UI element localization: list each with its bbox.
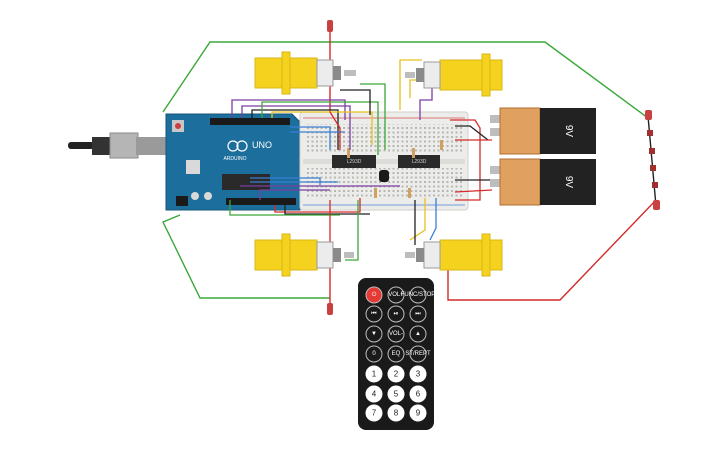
remote-button-0[interactable]: 0 bbox=[365, 345, 383, 363]
remote-button-label: 2 bbox=[394, 370, 399, 379]
battery-2[interactable]: 9V bbox=[490, 158, 596, 206]
remote-buttons: ⏻ VOL+FUNC/STOP ⏮ ⏯ ⏭ ▼ VOL- ▲ 0 EQ ST/REPT 1 2 3 4 5 6 7… bbox=[365, 286, 436, 422]
wire-black-3 bbox=[340, 89, 371, 115]
rewind-button[interactable]: ⏮ bbox=[365, 305, 383, 323]
wire-purple-2 bbox=[241, 105, 351, 150]
wire-purple-1 bbox=[231, 99, 346, 120]
fast-forward-button[interactable]: ⏭ bbox=[409, 305, 427, 323]
up-button[interactable]: ▲ bbox=[409, 325, 427, 343]
remote-button-3[interactable]: 3 bbox=[409, 365, 427, 383]
up-icon: ▲ bbox=[415, 331, 421, 337]
driver-chip-1-label: L293D bbox=[347, 159, 362, 165]
wire-blue-5 bbox=[429, 198, 437, 241]
probe-top[interactable] bbox=[327, 20, 333, 32]
battery-1-label: 9V bbox=[563, 125, 574, 138]
remote-button-vol-[interactable]: VOL+ bbox=[387, 286, 405, 304]
wire-yellow-2 bbox=[409, 79, 425, 98]
wire-red-2 bbox=[329, 111, 341, 150]
wire-purple-5 bbox=[419, 78, 433, 120]
remote-button-5[interactable]: 5 bbox=[387, 385, 405, 403]
wire-yellow-1 bbox=[271, 111, 373, 145]
remote-button-label: 4 bbox=[372, 390, 377, 399]
remote-button-label: 8 bbox=[394, 409, 399, 418]
outer-wires bbox=[162, 30, 657, 308]
motor-bottom-left[interactable] bbox=[254, 233, 354, 277]
remote-button-label: VOL- bbox=[389, 331, 403, 337]
motor-top-right[interactable] bbox=[405, 53, 503, 97]
remote-button-8[interactable]: 8 bbox=[387, 404, 405, 422]
play-pause-button[interactable]: ⏯ bbox=[387, 305, 405, 323]
arduino-model-label: UNO bbox=[252, 140, 272, 150]
battery-2-label: 9V bbox=[563, 176, 574, 189]
motor-bottom-right[interactable] bbox=[405, 233, 503, 277]
remote-button-4[interactable]: 4 bbox=[365, 385, 383, 403]
probe-right-chain[interactable] bbox=[645, 110, 660, 210]
battery-1[interactable]: 9V bbox=[490, 107, 596, 155]
arduino-brand-label: ARDUINO bbox=[223, 156, 246, 162]
driver-chip-2[interactable]: L293D bbox=[398, 155, 440, 168]
board-wires bbox=[229, 59, 493, 261]
arduino-uno-board[interactable]: ARDUINO UNO bbox=[165, 113, 301, 211]
motor-top-left[interactable] bbox=[254, 51, 356, 95]
wire-red-3 bbox=[450, 119, 481, 201]
wire-green-1 bbox=[261, 101, 379, 155]
ir-receiver[interactable] bbox=[379, 170, 389, 182]
fast-forward-icon: ⏭ bbox=[415, 311, 421, 317]
driver-chip-2-label: L293D bbox=[412, 159, 427, 165]
remote-button-func-stop[interactable]: FUNC/STOP bbox=[401, 286, 436, 304]
remote-button-label: ST/REPT bbox=[405, 351, 431, 357]
remote-button-9[interactable]: 9 bbox=[409, 404, 427, 422]
remote-button-label: 0 bbox=[372, 351, 376, 357]
down-button[interactable]: ▼ bbox=[365, 325, 383, 343]
resistors bbox=[347, 140, 443, 198]
wire-red-1 bbox=[274, 198, 361, 213]
remote-button-1[interactable]: 1 bbox=[365, 365, 383, 383]
remote-button-label: 5 bbox=[394, 390, 399, 399]
down-icon: ▼ bbox=[371, 331, 377, 337]
wire-red-5 bbox=[454, 189, 493, 193]
remote-button-label: 7 bbox=[372, 409, 377, 418]
wire-green-top bbox=[162, 41, 649, 119]
remote-button-eq[interactable]: EQ bbox=[387, 345, 405, 363]
wire-blue-1 bbox=[290, 126, 331, 150]
remote-button-label: 1 bbox=[372, 370, 377, 379]
remote-button-st-rept[interactable]: ST/REPT bbox=[405, 345, 431, 363]
wire-green-2 bbox=[229, 200, 340, 216]
remote-button-label: FUNC/STOP bbox=[401, 292, 436, 298]
remote-button-vol-[interactable]: VOL- bbox=[387, 325, 405, 343]
wire-purple-4 bbox=[259, 189, 330, 200]
usb-cable bbox=[68, 132, 166, 159]
power-icon: ⏻ bbox=[372, 291, 377, 298]
driver-chip-1[interactable]: L293D bbox=[332, 155, 376, 168]
remote-button-label: 3 bbox=[416, 370, 421, 379]
wire-green-4 bbox=[345, 200, 359, 261]
remote-button-6[interactable]: 6 bbox=[409, 385, 427, 403]
remote-button-label: 6 bbox=[416, 390, 421, 399]
rewind-icon: ⏮ bbox=[371, 311, 377, 317]
wire-red-right bbox=[447, 199, 657, 301]
wire-yellow-3 bbox=[399, 59, 422, 110]
wire-blue-3 bbox=[250, 177, 321, 185]
remote-button-label: 9 bbox=[416, 409, 421, 418]
remote-button-2[interactable]: 2 bbox=[387, 365, 405, 383]
play-pause-icon: ⏯ bbox=[394, 311, 399, 317]
power-button[interactable]: ⏻ bbox=[365, 286, 383, 304]
remote-button-7[interactable]: 7 bbox=[365, 404, 383, 422]
wire-black-1 bbox=[251, 109, 339, 150]
remote-button-label: VOL+ bbox=[388, 292, 404, 298]
wire-black-4 bbox=[455, 125, 489, 141]
wire-green-left bbox=[162, 214, 330, 299]
wire-black-2 bbox=[284, 205, 370, 215]
remote-button-label: EQ bbox=[392, 351, 401, 357]
probe-bottom[interactable] bbox=[327, 303, 333, 315]
wire-green-3 bbox=[360, 83, 386, 150]
